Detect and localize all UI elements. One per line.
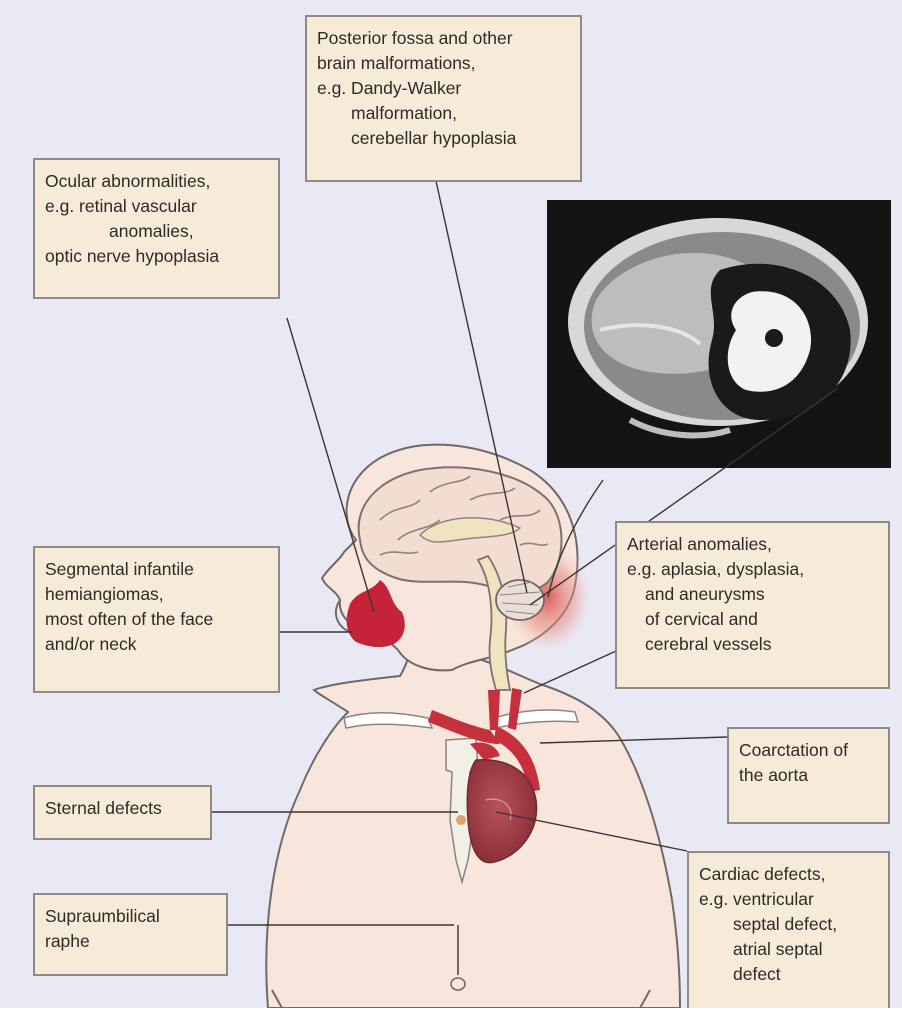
cardiac-line-2: e.g. ventricular <box>699 887 878 912</box>
ocular-line-2: e.g. retinal vascular <box>45 194 268 219</box>
coarctation-line-1: Coarctation of <box>739 738 878 763</box>
ocular-box: Ocular abnormalities, e.g. retinal vascu… <box>33 158 280 299</box>
arterial-line-5: cerebral vessels <box>627 632 878 657</box>
cardiac-line-5: defect <box>699 962 878 987</box>
hemangiomas-line-3: most often of the face <box>45 607 268 632</box>
posterior-fossa-line-1: Posterior fossa and other <box>317 26 570 51</box>
sternal-line-1: Sternal defects <box>45 796 200 821</box>
ocular-line-1: Ocular abnormalities, <box>45 169 268 194</box>
posterior-fossa-line-4: malformation, <box>317 101 570 126</box>
arterial-line-1: Arterial anomalies, <box>627 532 878 557</box>
cardiac-line-3: septal defect, <box>699 912 878 937</box>
coarctation-box: Coarctation of the aorta <box>727 727 890 824</box>
supraumbilical-line-2: raphe <box>45 929 216 954</box>
supraumbilical-line-1: Supraumbilical <box>45 904 216 929</box>
hemangiomas-line-4: and/or neck <box>45 632 268 657</box>
hemangiomas-box: Segmental infantile hemiangiomas, most o… <box>33 546 280 693</box>
posterior-fossa-line-3: e.g. Dandy-Walker <box>317 76 570 101</box>
posterior-fossa-line-2: brain malformations, <box>317 51 570 76</box>
sternal-box: Sternal defects <box>33 785 212 840</box>
cardiac-box: Cardiac defects, e.g. ventricular septal… <box>687 851 890 1016</box>
ocular-line-3: anomalies, <box>45 219 268 244</box>
hemangiomas-line-2: hemiangiomas, <box>45 582 268 607</box>
bottom-margin <box>0 1008 902 1021</box>
posterior-fossa-box: Posterior fossa and other brain malforma… <box>305 15 582 182</box>
arterial-line-2: e.g. aplasia, dysplasia, <box>627 557 878 582</box>
umbilicus <box>451 978 465 990</box>
supraumbilical-box: Supraumbilical raphe <box>33 893 228 976</box>
coarctation-line-2: the aorta <box>739 763 878 788</box>
cardiac-line-4: atrial septal <box>699 937 878 962</box>
ocular-line-4: optic nerve hypoplasia <box>45 244 268 269</box>
arterial-box: Arterial anomalies, e.g. aplasia, dyspla… <box>615 521 890 689</box>
arterial-line-3: and aneurysms <box>627 582 878 607</box>
arterial-line-4: of cervical and <box>627 607 878 632</box>
hemangiomas-line-1: Segmental infantile <box>45 557 268 582</box>
cardiac-line-1: Cardiac defects, <box>699 862 878 887</box>
posterior-fossa-line-5: cerebellar hypoplasia <box>317 126 570 151</box>
